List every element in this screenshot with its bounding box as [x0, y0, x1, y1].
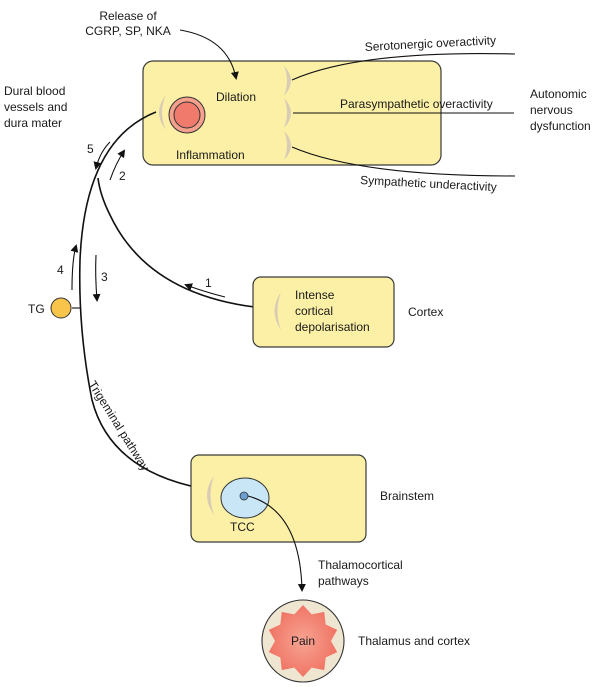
tg-node [50, 297, 72, 319]
step-5-label: 5 [87, 142, 94, 156]
step-5-arrow [93, 141, 111, 170]
step-3-arrow [92, 254, 101, 302]
step-2-arrow [109, 149, 126, 181]
serotonergic-line [291, 52, 516, 81]
receptor-dural [159, 95, 166, 130]
inflammation-label: Inflammation [176, 148, 245, 162]
tg-label: TG [28, 302, 45, 316]
sympathetic-line [291, 146, 516, 177]
release-label-1: Release of [99, 9, 157, 23]
step-1-arrow [184, 283, 226, 298]
cortex-pathway-line [97, 177, 275, 310]
receptor-cortex [274, 292, 281, 330]
pain-label: Pain [291, 634, 315, 648]
release-arrow [179, 29, 239, 80]
brainstem-label: Brainstem [380, 489, 434, 503]
cortex-box [252, 276, 395, 348]
cortex-label: Cortex [408, 305, 443, 319]
step-1-label: 1 [205, 276, 212, 290]
step-4-arrow [70, 244, 79, 291]
autonomic-label-2: nervous [530, 103, 573, 117]
dilation-label: Dilation [216, 90, 256, 104]
dural-label-3: dura mater [4, 116, 62, 130]
cortex-box-label-2: cortical [295, 304, 333, 318]
cortex-box-label-1: Intense [295, 288, 335, 302]
thalamocortical-label-2: pathways [318, 574, 369, 588]
receptor-sympathetic [284, 131, 291, 160]
trigeminal-label: Trigeminal pathway [85, 378, 152, 473]
receptor-parasympathetic [284, 98, 291, 128]
release-label-2: CGRP, SP, NKA [85, 24, 171, 38]
autonomic-label-3: dysfunction [530, 119, 591, 133]
dural-label-2: vessels and [4, 100, 67, 114]
trigeminal-pathway-line [78, 111, 201, 489]
brainstem-box [190, 454, 367, 543]
cortex-box-label-3: depolarisation [295, 320, 370, 334]
step-3-label: 3 [101, 270, 108, 284]
sympathetic-label: Sympathetic underactivity [360, 173, 497, 194]
serotonergic-label: Serotonergic overactivity [364, 33, 496, 54]
receptor-serotonergic [284, 66, 291, 96]
thalamus-label: Thalamus and cortex [358, 634, 470, 648]
thalamocortical-label-1: Thalamocortical [318, 558, 403, 572]
receptor-brainstem [207, 476, 214, 515]
tcc-label: TCC [230, 520, 255, 534]
step-2-label: 2 [119, 169, 126, 183]
tcc-neuron [239, 491, 249, 501]
parasympathetic-label: Parasympathetic overactivity [340, 97, 493, 111]
step-4-label: 4 [57, 263, 64, 277]
thalamocortical-arrow [247, 495, 306, 592]
blood-vessel-lumen [173, 101, 201, 129]
dural-label-1: Dural blood [4, 84, 65, 98]
autonomic-label-1: Autonomic [530, 87, 587, 101]
pain-star [268, 605, 338, 677]
